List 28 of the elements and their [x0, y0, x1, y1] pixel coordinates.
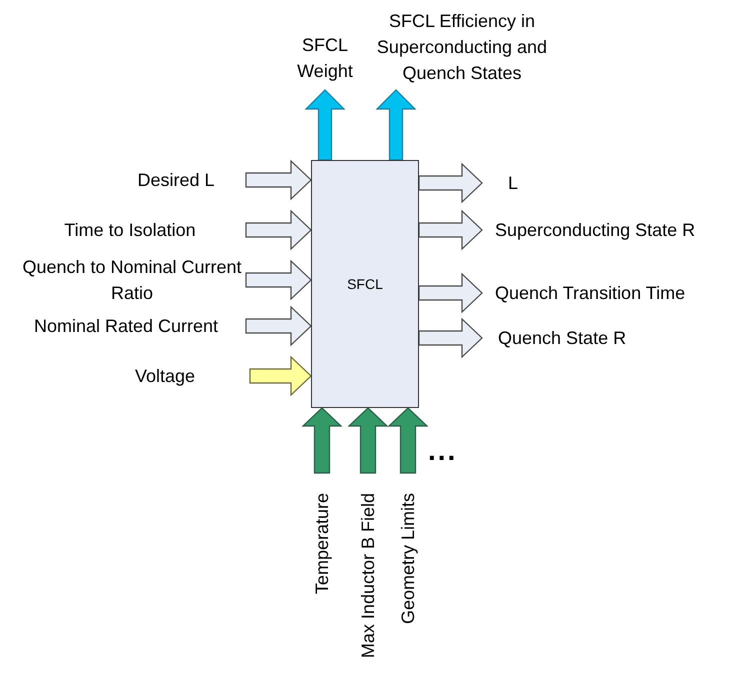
parameter-label: Quench State R — [482, 324, 748, 352]
parameter-label: Superconducting State R — [482, 216, 748, 244]
parameter-label: Time to Isolation — [14, 216, 246, 244]
block-arrow — [249, 356, 312, 396]
block-arrow — [418, 162, 483, 204]
parameter-label: Desired L — [106, 166, 246, 194]
ellipsis-mark: ... — [428, 436, 458, 466]
block-arrow — [418, 210, 483, 250]
parameter-label: Max Inductor B Field — [357, 473, 379, 658]
block-arrow — [418, 318, 483, 358]
parameter-label: Nominal Rated Current — [6, 312, 246, 340]
block-arrow — [245, 306, 312, 346]
block-arrow — [245, 210, 312, 250]
block-arrow — [304, 89, 346, 161]
parameter-label: L — [482, 169, 748, 197]
parameter-label: Voltage — [80, 362, 250, 390]
parameter-label: Geometry Limits — [397, 473, 419, 624]
block-arrow — [302, 407, 342, 474]
block-arrow — [348, 407, 388, 474]
block-arrow — [388, 407, 428, 474]
block-arrow — [245, 160, 312, 200]
process-box: SFCL — [311, 160, 419, 408]
parameter-label: Quench Transition Time — [482, 279, 748, 307]
block-arrow — [376, 89, 416, 161]
parameter-label: Temperature — [311, 473, 333, 594]
parameter-label: Quench to Nominal Current Ratio — [18, 252, 246, 308]
block-arrow — [418, 272, 483, 314]
block-arrow — [245, 260, 312, 300]
